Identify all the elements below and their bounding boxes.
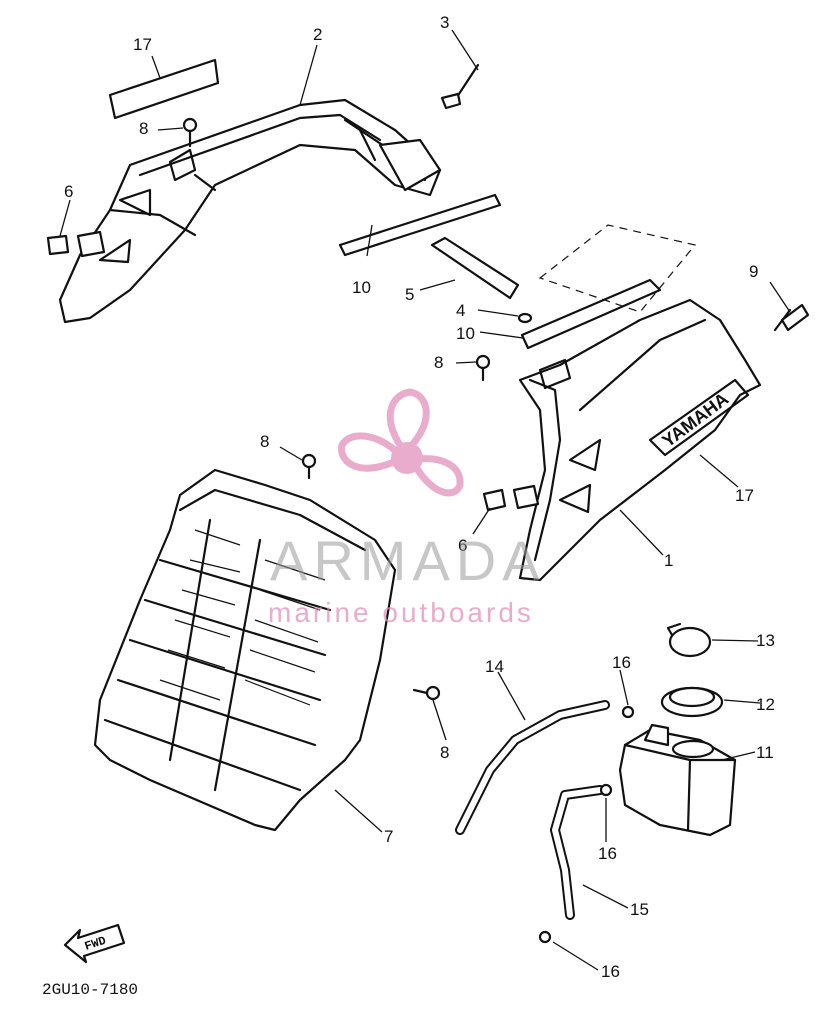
callout-16-mid: 16 <box>598 844 617 863</box>
clip-6-left <box>46 230 106 258</box>
rivet-3 <box>440 63 480 110</box>
leader-lines <box>59 29 791 971</box>
callout-8-top-left: 8 <box>139 119 148 138</box>
rear-cover-2 <box>58 98 442 324</box>
callout-10-upper: 10 <box>352 278 371 297</box>
callout-8-middle: 8 <box>434 353 443 372</box>
seal-strip-10-upper <box>338 193 502 257</box>
watermark-tagline: marine outboards <box>268 597 534 628</box>
grille-7 <box>93 468 397 832</box>
hose-15 <box>550 785 605 920</box>
callout-3: 3 <box>440 13 449 32</box>
drawing-code: 2GU10-7180 <box>42 981 138 999</box>
decal-17-top <box>108 58 220 120</box>
screw-8-middle <box>475 354 491 382</box>
callout-7: 7 <box>384 827 393 846</box>
callout-17-right: 17 <box>735 486 754 505</box>
callout-16-bottom: 16 <box>601 962 620 981</box>
propeller-logo-icon <box>338 388 464 497</box>
callout-17-top: 17 <box>133 35 152 54</box>
fwd-arrow-icon: FWD <box>63 923 126 964</box>
callout-4: 4 <box>456 301 465 320</box>
callout-16-top: 16 <box>612 653 631 672</box>
cap-13 <box>666 622 712 658</box>
watermark-brand: ARMADA <box>270 529 546 592</box>
clamp-16-bottom <box>538 930 552 944</box>
callout-14: 14 <box>485 657 504 676</box>
clip-6-right <box>482 484 540 512</box>
screw-8-grille-top <box>301 453 317 480</box>
clamp-16-top <box>621 705 635 719</box>
callout-12: 12 <box>756 695 775 714</box>
hose-14 <box>455 700 610 835</box>
watermark: ARMADA marine outboards <box>268 388 546 628</box>
callout-9: 9 <box>749 262 758 281</box>
clamp-16-mid <box>599 783 613 797</box>
seal-strip-10-lower <box>520 278 662 350</box>
callout-8-grille-right: 8 <box>440 743 449 762</box>
callout-6-right: 6 <box>458 536 467 555</box>
callout-5: 5 <box>405 285 414 304</box>
pad-5 <box>430 236 520 300</box>
tank-11 <box>618 723 737 837</box>
decal-17-outline <box>538 224 697 313</box>
callout-labels: 17 2 3 8 6 10 5 4 10 8 9 8 6 17 1 13 12 … <box>64 13 775 981</box>
callout-1: 1 <box>664 551 673 570</box>
nut-4 <box>517 312 533 324</box>
front-cover-1: YAMAHA <box>518 298 762 582</box>
callout-13: 13 <box>756 631 775 650</box>
callout-10-lower: 10 <box>456 324 475 343</box>
collar-12 <box>660 686 724 718</box>
callout-6-left: 6 <box>64 182 73 201</box>
callout-11: 11 <box>756 743 774 762</box>
screw-8-top-left <box>182 117 198 148</box>
screw-8-grille-right <box>412 685 441 701</box>
callout-2: 2 <box>313 25 322 44</box>
bolt-9 <box>773 303 810 332</box>
callout-8-grille-top: 8 <box>260 432 269 451</box>
callout-15: 15 <box>630 900 649 919</box>
fwd-label: FWD <box>83 934 108 954</box>
